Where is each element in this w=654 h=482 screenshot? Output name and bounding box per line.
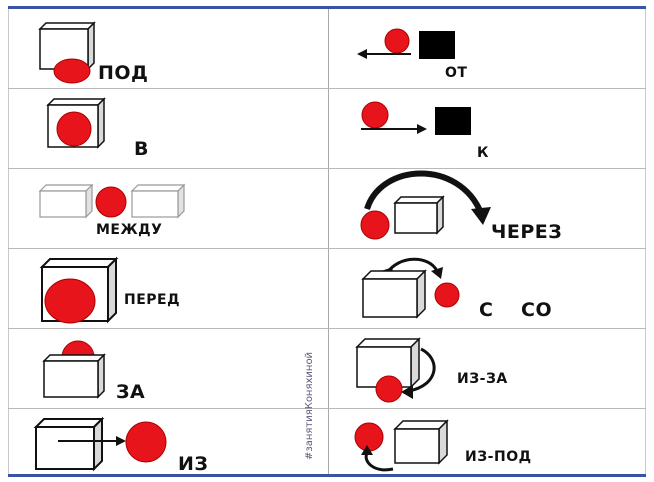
row-divider (8, 168, 646, 169)
cell-pod: ПОД (8, 9, 328, 88)
pod-illustration (38, 21, 96, 84)
curved-arrow-icon (361, 445, 394, 472)
cell-iz: ИЗ (8, 409, 328, 475)
cell-pered: ПЕРЕД (8, 249, 328, 328)
ball-icon (44, 278, 96, 324)
ball-icon (384, 28, 410, 54)
square-icon (435, 107, 471, 135)
label-pered: ПЕРЕД (124, 292, 181, 308)
cube-icon (393, 195, 445, 235)
ball-icon (361, 101, 389, 129)
iz-pod-illustration (354, 419, 449, 472)
s-so-illustration (361, 257, 460, 319)
cell-s-so: С СО (329, 249, 646, 328)
watermark-text: #занятияКоняхиной (304, 351, 315, 460)
iz-illustration (33, 416, 167, 472)
arrow-left-icon (357, 49, 411, 59)
curved-arrow-icon (401, 347, 436, 399)
za-illustration (42, 340, 106, 399)
bottom-frame-bar (8, 474, 646, 477)
arrow-right-icon (58, 436, 126, 446)
ball-icon (53, 58, 91, 84)
square-icon (419, 31, 455, 59)
cell-iz-za: ИЗ-ЗА (329, 329, 646, 408)
label-iz-pod: ИЗ-ПОД (465, 449, 532, 465)
label-iz: ИЗ (178, 453, 209, 475)
label-pod: ПОД (98, 62, 149, 84)
cell-iz-pod: ИЗ-ПОД (329, 409, 646, 474)
label-za: ЗА (116, 381, 146, 403)
row-divider (8, 248, 646, 249)
ball-icon (95, 186, 127, 218)
label-cherez: ЧЕРЕЗ (491, 221, 563, 243)
mezhdu-illustration (38, 183, 186, 219)
label-k: К (477, 145, 489, 161)
row-divider (8, 328, 646, 329)
cube-icon (393, 419, 449, 465)
ball-icon (375, 375, 403, 403)
arrow-right-icon (361, 124, 427, 134)
label-so: СО (521, 299, 553, 321)
cell-k: К (329, 89, 646, 168)
ot-illustration (357, 28, 455, 59)
pered-illustration (39, 256, 119, 324)
cube-icon (130, 183, 186, 219)
top-frame-bar (8, 6, 646, 9)
ball-icon (125, 421, 167, 463)
cube-icon (42, 353, 106, 399)
label-iz-za: ИЗ-ЗА (457, 371, 508, 387)
ball-icon (360, 210, 390, 240)
cherez-illustration (360, 170, 491, 240)
ball-icon (354, 422, 384, 452)
ball-icon (434, 282, 460, 308)
iz-za-illustration (355, 337, 436, 403)
row-divider (8, 408, 646, 409)
cell-v: В (8, 89, 328, 168)
arc-arrow-icon (364, 170, 491, 225)
v-illustration (46, 97, 106, 149)
label-v: В (134, 138, 149, 160)
label-mezhdu: МЕЖДУ (96, 222, 163, 238)
label-ot: ОТ (445, 65, 468, 81)
cube-icon (38, 183, 94, 219)
label-s: С (479, 299, 494, 321)
k-illustration (361, 101, 471, 135)
cube-icon (361, 269, 427, 319)
cell-za: ЗА (8, 329, 328, 408)
ball-icon (56, 111, 92, 147)
cell-ot: ОТ (329, 9, 646, 88)
preposition-grid (8, 9, 646, 474)
cell-cherez: ЧЕРЕЗ (329, 169, 646, 248)
column-divider (328, 9, 329, 474)
row-divider (8, 88, 646, 89)
cube-icon (33, 416, 105, 472)
cell-mezhdu: МЕЖДУ (8, 169, 328, 248)
